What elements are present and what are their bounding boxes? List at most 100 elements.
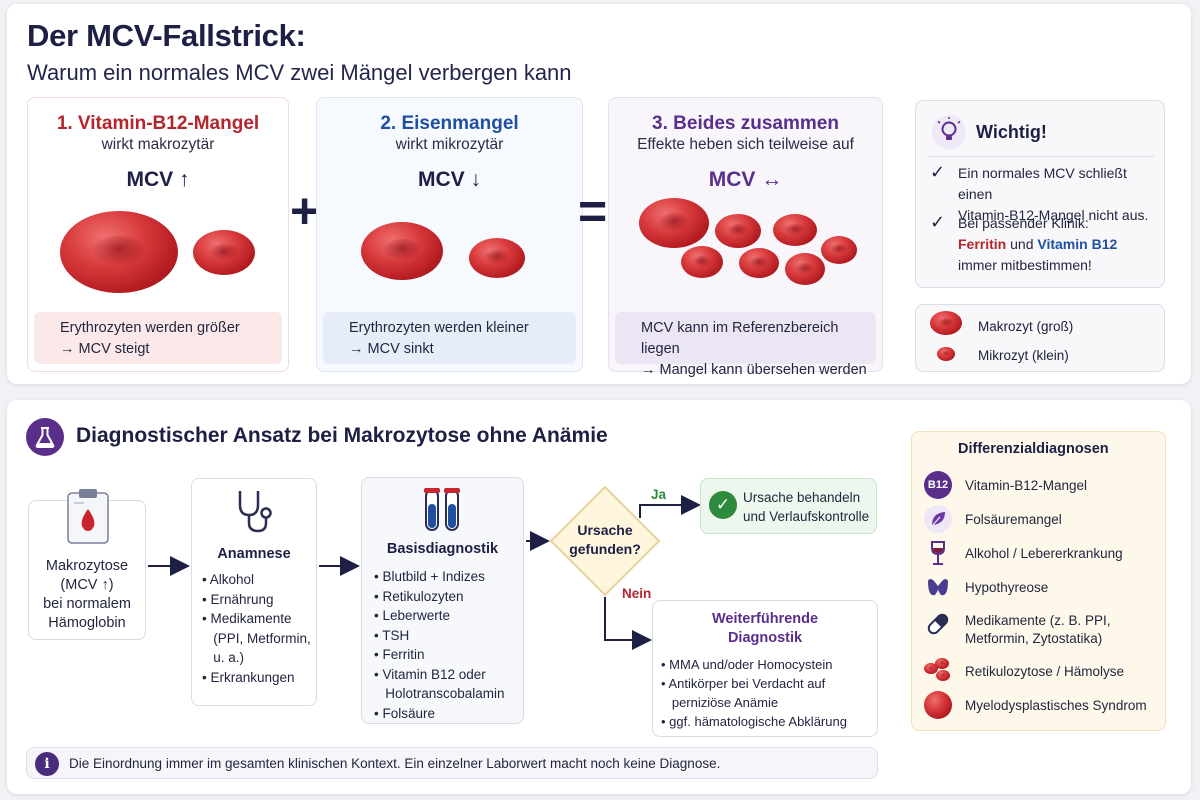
- basis-box: Basisdiagnostik • Blutbild + Indizes • R…: [361, 477, 524, 724]
- list-item: • Antikörper bei Verdacht auf: [661, 676, 826, 691]
- list-item: • Alkohol: [202, 572, 255, 587]
- list-item: • ggf. hämatologische Abklärung: [661, 714, 847, 729]
- cell: [935, 658, 949, 669]
- treat-cause-box: ✓ Ursache behandeln und Verlaufskontroll…: [700, 478, 877, 534]
- blood-cell-icon: [924, 691, 952, 719]
- list-item: u. a.): [202, 650, 245, 665]
- differential-item: Myelodysplastisches Syndrom: [965, 698, 1147, 713]
- card-subtitle: wirkt mikrozytär: [395, 136, 504, 153]
- equals-operator: =: [578, 183, 608, 239]
- differential-box: [911, 431, 1166, 731]
- page-subtitle: Warum ein normales MCV zwei Mängel verbe…: [27, 60, 572, 85]
- leaf-icon: [924, 505, 952, 533]
- card-note: MCV kann im Referenzbereich liegen → Man…: [615, 312, 876, 378]
- card-b12-deficiency: 1. Vitamin-B12-Mangel wirkt makrozytär M…: [27, 97, 289, 372]
- further-list: • MMA und/oder Homocystein • Antikörper …: [661, 655, 847, 731]
- macrocyte-legend-icon: [930, 311, 962, 335]
- note-line: MCV kann im Referenzbereich liegen: [641, 320, 839, 357]
- microcyte-cell: [469, 238, 525, 278]
- start-text: Makrozytose (MCV ↑) bei normalem Hämoglo…: [29, 557, 145, 633]
- diagnostic-title: Diagnostischer Ansatz bei Makrozytose oh…: [76, 424, 608, 447]
- differential-item: Alkohol / Lebererkrankung: [965, 546, 1123, 561]
- plus-operator: +: [290, 183, 320, 239]
- text-line: Metformin, Zytostatika): [965, 631, 1103, 646]
- checkmark-icon: ✓: [930, 162, 946, 182]
- checkmark-icon: ✓: [930, 212, 946, 232]
- test-tubes-icon: [416, 486, 472, 534]
- card-combined: 3. Beides zusammen Effekte heben sich te…: [608, 97, 883, 378]
- decision-text: Ursache gefunden?: [560, 521, 650, 559]
- anamnese-title: Anamnese: [217, 546, 291, 562]
- mcv-indicator: MCV ↔: [609, 168, 882, 192]
- ferritin-label: Ferritin: [958, 236, 1007, 252]
- text-line: Medikamente (z. B. PPI,: [965, 613, 1111, 628]
- list-item: Holotranscobalamin: [374, 686, 505, 701]
- point-line: Vitamin-B12-Mangel nicht aus.: [958, 207, 1149, 223]
- card-title: 2. Eisenmangel: [380, 113, 519, 134]
- point-line: Ferritin und Vitamin B12: [958, 234, 1117, 255]
- list-item: • Medikamente: [202, 611, 292, 626]
- basis-list: • Blutbild + Indizes • Retikulozyten • L…: [374, 567, 505, 723]
- arrow-no: [604, 597, 652, 650]
- normal-cell: [361, 222, 443, 280]
- differential-title: Differenzialdiagnosen: [958, 441, 1109, 457]
- pill-icon: [924, 610, 952, 638]
- wine-glass-icon: [924, 539, 952, 567]
- important-point: Bei passender Klinik: Ferritin und Vitam…: [958, 213, 1117, 276]
- important-point: Ein normales MCV schließt einen Vitamin-…: [958, 163, 1164, 226]
- important-box: Wichtig! ✓ Ein normales MCV schließt ein…: [915, 100, 1165, 288]
- cell: [936, 670, 950, 681]
- list-item: • Leberwerte: [374, 608, 451, 623]
- microcyte-legend-icon: [937, 347, 955, 361]
- footer-note-box: i Die Einordnung immer im gesamten klini…: [26, 747, 878, 779]
- vitamin-b12-label: Vitamin B12: [1037, 236, 1118, 252]
- point-line: Bei passender Klinik:: [958, 215, 1089, 231]
- mcv-indicator: MCV ↓: [317, 168, 582, 192]
- page-title: Der MCV-Fallstrick:: [27, 18, 306, 53]
- treat-cause-text: Ursache behandeln und Verlaufskontrolle: [743, 488, 869, 526]
- card-iron-deficiency: 2. Eisenmangel wirkt mikrozytär MCV ↓ Er…: [316, 97, 583, 372]
- mcv-indicator: MCV ↑: [28, 168, 288, 192]
- card-subtitle: Effekte heben sich teilweise auf: [637, 136, 854, 153]
- anamnese-box: Anamnese • Alkohol • Ernährung • Medikam…: [191, 478, 317, 706]
- note-line: → Mangel kann übersehen werden: [641, 362, 867, 378]
- microcyte-cell: [715, 214, 761, 248]
- note-line: Erythrozyten werden kleiner: [349, 320, 529, 336]
- list-item: • Vitamin B12 oder: [374, 666, 486, 682]
- clipboard-icon: [66, 487, 110, 545]
- card-subtitle: wirkt makrozytär: [101, 136, 215, 153]
- microcyte-cell: [773, 214, 817, 246]
- list-item: • Ernährung: [202, 591, 274, 607]
- list-item: • MMA und/oder Homocystein: [661, 657, 833, 672]
- yes-label: Ja: [651, 487, 667, 502]
- thyroid-icon: [924, 573, 952, 601]
- list-item: perniziöse Anämie: [661, 695, 779, 710]
- mcv-value: MCV ↓: [418, 168, 481, 191]
- blood-cells-icon: [924, 657, 952, 685]
- list-item: (PPI, Metformin,: [202, 630, 311, 646]
- list-item: • Blutbild + Indizes: [374, 569, 485, 584]
- stethoscope-icon: [230, 487, 278, 535]
- differential-item: Medikamente (z. B. PPI, Metformin, Zytos…: [965, 612, 1111, 648]
- text-line: gefunden?: [569, 541, 641, 557]
- text-line: Diagnostik: [727, 630, 803, 646]
- point-line: Ein normales MCV schließt einen: [958, 165, 1127, 202]
- b12-badge-icon: B12: [924, 471, 952, 499]
- note-line: → MCV sinkt: [349, 341, 434, 357]
- check-circle-icon: ✓: [709, 491, 737, 519]
- divider: [928, 156, 1154, 157]
- microcyte-cell: [739, 248, 779, 278]
- text-line: Weiterführende: [711, 611, 819, 627]
- further-diagnostics-box: Weiterführende Diagnostik • MMA und/oder…: [652, 600, 878, 737]
- text-line: (MCV ↑): [60, 577, 114, 593]
- legend-micro: Mikrozyt (klein): [978, 348, 1069, 363]
- differential-item: Hypothyreose: [965, 580, 1049, 595]
- microcyte-cell: [681, 246, 723, 278]
- text-line: Ursache behandeln: [743, 490, 861, 505]
- important-title: Wichtig!: [976, 122, 1047, 142]
- legend-box: Makrozyt (groß) Mikrozyt (klein): [915, 304, 1165, 372]
- list-item: • Retikulozyten: [374, 588, 464, 604]
- normal-cell: [193, 230, 255, 275]
- cell: [924, 663, 938, 674]
